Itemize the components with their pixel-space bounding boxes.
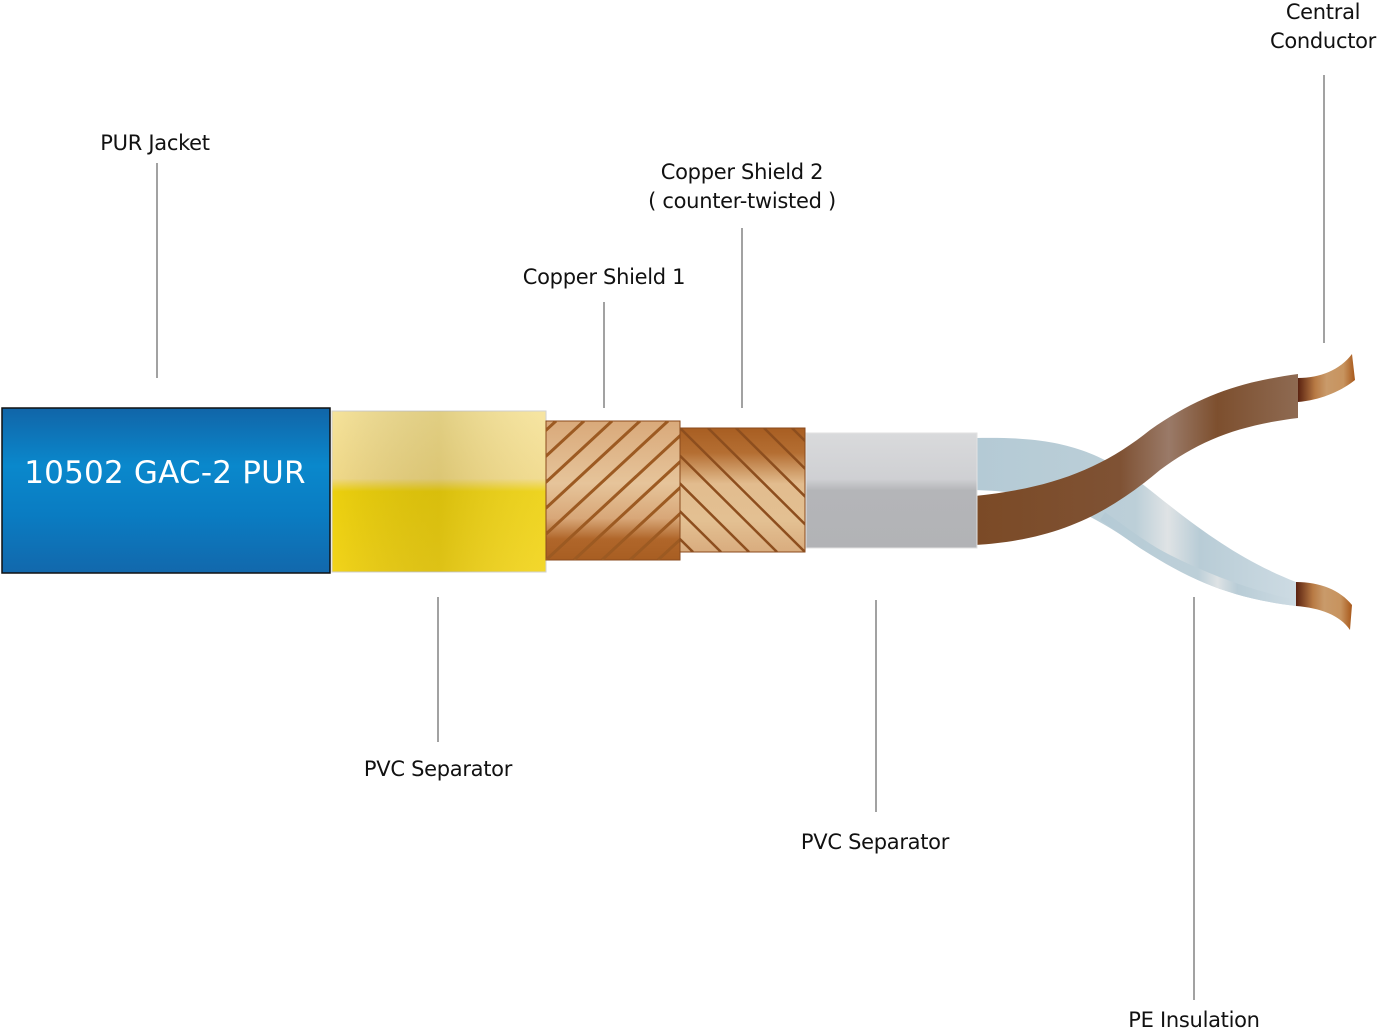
braid-strand xyxy=(707,428,805,526)
braid-strand xyxy=(546,421,614,485)
braid-strand xyxy=(763,428,805,471)
pe-insulation-blue-wire xyxy=(975,437,1296,606)
pvc-separator-inner xyxy=(805,432,978,549)
braid-strand xyxy=(546,421,642,511)
braid-strand xyxy=(680,454,778,552)
braid-strand xyxy=(680,428,805,552)
label-copper-shield-2: Copper Shield 2 ( counter-twisted ) xyxy=(648,158,836,216)
label-copper-shield-2-line2: ( counter-twisted ) xyxy=(648,189,836,213)
braid-strand xyxy=(572,459,680,560)
pe-insulation-brown-wire xyxy=(975,374,1298,545)
label-pe-insulation: PE Insulation xyxy=(1128,1008,1260,1032)
central-conductor-top xyxy=(1298,354,1355,402)
label-central-conductor: Central Conductor xyxy=(1270,0,1376,56)
braid-strand xyxy=(735,428,805,499)
braid-strand xyxy=(628,511,680,560)
braid-strand xyxy=(546,421,670,537)
braid-strand xyxy=(546,433,680,560)
braid-strand xyxy=(600,485,680,560)
pur-jacket xyxy=(1,407,331,574)
copper-shield-2 xyxy=(679,427,806,553)
pvc-separator-outer xyxy=(331,410,547,573)
pe-insulation-blue-front xyxy=(1100,512,1296,606)
central-conductor-bottom xyxy=(1296,582,1352,630)
label-central-conductor-line2: Conductor xyxy=(1269,29,1377,53)
braid-strand xyxy=(546,421,586,459)
jacket-print-text: 10502 GAC-2 PUR xyxy=(24,455,306,491)
label-pvc-separator-inner: PVC Separator xyxy=(800,830,950,854)
label-copper-shield-1: Copper Shield 1 xyxy=(522,265,686,289)
braid-strand xyxy=(680,481,750,552)
braid-strand xyxy=(680,509,722,552)
copper-shield-1 xyxy=(545,420,681,561)
label-pvc-separator-outer: PVC Separator xyxy=(363,757,513,781)
label-central-conductor-line1: Central xyxy=(1285,0,1361,24)
label-pur-jacket: PUR Jacket xyxy=(100,131,210,155)
label-copper-shield-2-line1: Copper Shield 2 xyxy=(660,160,824,184)
